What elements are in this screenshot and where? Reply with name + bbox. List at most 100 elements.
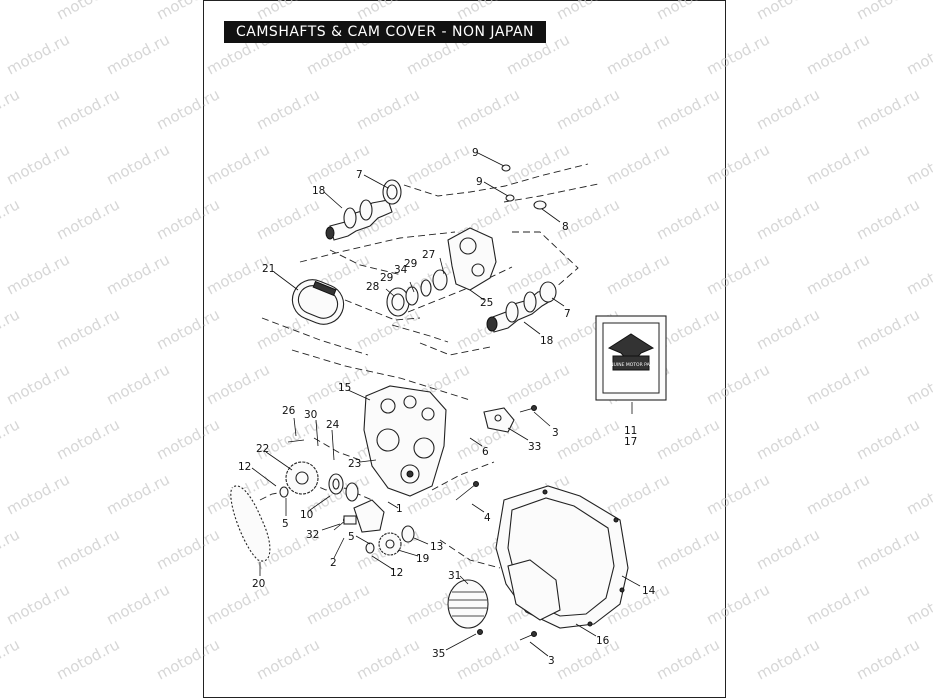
leader-lines: [251, 152, 641, 657]
cam-drive-chain: [291, 279, 345, 325]
callout-17: 17: [624, 436, 637, 448]
callout-9: 9: [472, 147, 479, 159]
callout-2: 2: [330, 557, 337, 569]
watermark-text: motod.ru: [353, 305, 422, 353]
watermark-text: motod.ru: [553, 415, 622, 463]
callout-19: 19: [416, 553, 429, 565]
parts-kit-box: GENUINE MOTOR PARTS: [595, 315, 667, 401]
watermark-text: motod.ru: [0, 195, 23, 243]
callout-11: 11: [624, 425, 637, 437]
watermark-text: motod.ru: [303, 580, 372, 628]
watermark-text: motod.ru: [253, 195, 322, 243]
watermark-text: motod.ru: [453, 635, 522, 683]
bearing-set: [386, 269, 448, 317]
watermark-text: motod.ru: [653, 85, 722, 133]
watermark-text: motod.ru: [153, 635, 222, 683]
callout-32: 32: [306, 529, 319, 541]
watermark-text: motod.ru: [303, 140, 372, 188]
camshaft-lower: [486, 281, 557, 333]
watermark-text: motod.ru: [203, 360, 272, 408]
watermark-text: motod.ru: [453, 0, 522, 24]
callout-4: 4: [484, 512, 491, 524]
callout-20: 20: [252, 578, 265, 590]
callout-34: 34: [394, 264, 408, 276]
callout-7: 7: [356, 169, 363, 181]
watermark-text: motod.ru: [603, 470, 672, 518]
watermark-text: motod.ru: [853, 415, 922, 463]
bearing-upper: [382, 179, 402, 205]
callout-6: 6: [482, 446, 489, 458]
watermark-text: motod.ru: [903, 140, 933, 188]
callout-18: 18: [312, 185, 325, 197]
page-title: CAMSHAFTS & CAM COVER - NON JAPAN: [224, 21, 546, 43]
watermark-text: motod.ru: [203, 140, 272, 188]
watermark-text: motod.ru: [903, 250, 933, 298]
cam-cover-housing: [363, 385, 447, 497]
watermark-text: motod.ru: [653, 195, 722, 243]
watermark-text: motod.ru: [153, 415, 222, 463]
watermark-text: motod.ru: [853, 525, 922, 573]
watermark-text: motod.ru: [153, 525, 222, 573]
watermark-text: motod.ru: [753, 85, 822, 133]
watermark-text: motod.ru: [3, 470, 72, 518]
bracket: [483, 407, 515, 433]
watermark-text: motod.ru: [53, 305, 122, 353]
watermark-text: motod.ru: [103, 580, 172, 628]
callout-10: 10: [300, 509, 313, 521]
callout-30: 30: [304, 409, 317, 421]
watermark-text: motod.ru: [103, 470, 172, 518]
watermark-text: motod.ru: [3, 140, 72, 188]
callout-23: 23: [348, 458, 361, 470]
watermark-text: motod.ru: [0, 85, 23, 133]
watermark-text: motod.ru: [703, 360, 772, 408]
watermark-text: motod.ru: [53, 635, 122, 683]
callout-1: 1: [396, 503, 403, 515]
watermark-text: motod.ru: [0, 415, 23, 463]
watermark-text: motod.ru: [753, 195, 822, 243]
watermark-text: motod.ru: [703, 140, 772, 188]
logo-text: GENUINE MOTOR PARTS: [604, 362, 658, 368]
watermark-text: motod.ru: [253, 415, 322, 463]
watermark-text: motod.ru: [0, 0, 23, 24]
watermark-text: motod.ru: [253, 0, 322, 24]
watermark-text: motod.ru: [903, 360, 933, 408]
watermark-text: motod.ru: [803, 30, 872, 78]
watermark-text: motod.ru: [0, 525, 23, 573]
callout-29: 29: [404, 258, 417, 270]
callout-labels: 9 9 7 18 8 21 27 29 34 29 28 25 7 18 15 …: [238, 147, 656, 667]
watermark-text: motod.ru: [753, 415, 822, 463]
watermark-text: motod.ru: [103, 360, 172, 408]
watermark-text: motod.ru: [753, 635, 822, 683]
watermark-text: motod.ru: [53, 195, 122, 243]
callout-9: 9: [476, 176, 483, 188]
callout-7: 7: [564, 308, 571, 320]
watermark-text: motod.ru: [353, 85, 422, 133]
callout-21: 21: [262, 263, 275, 275]
callout-18: 18: [540, 335, 553, 347]
chain-tensioner: [343, 499, 385, 533]
watermark-text: motod.ru: [503, 360, 572, 408]
watermark-text: motod.ru: [53, 525, 122, 573]
watermark-text: motod.ru: [253, 635, 322, 683]
watermark-text: motod.ru: [703, 470, 772, 518]
watermark-text: motod.ru: [153, 85, 222, 133]
sprocket-lower: [365, 525, 415, 556]
timer-cover-grille: [447, 579, 489, 629]
watermark-text: motod.ru: [503, 140, 572, 188]
watermark-text: motod.ru: [503, 250, 572, 298]
watermark-text: motod.ru: [553, 0, 622, 24]
watermark-text: motod.ru: [553, 85, 622, 133]
callout-16: 16: [596, 635, 610, 647]
watermark-text: motod.ru: [103, 140, 172, 188]
watermark-text: motod.ru: [903, 30, 933, 78]
watermark-text: motod.ru: [853, 0, 922, 24]
sprocket: [279, 461, 359, 502]
watermark-text: motod.ru: [553, 195, 622, 243]
watermark-text: motod.ru: [853, 195, 922, 243]
watermark-text: motod.ru: [53, 85, 122, 133]
watermark-text: motod.ru: [3, 30, 72, 78]
callout-24: 24: [326, 419, 340, 431]
watermark-text: motod.ru: [3, 250, 72, 298]
